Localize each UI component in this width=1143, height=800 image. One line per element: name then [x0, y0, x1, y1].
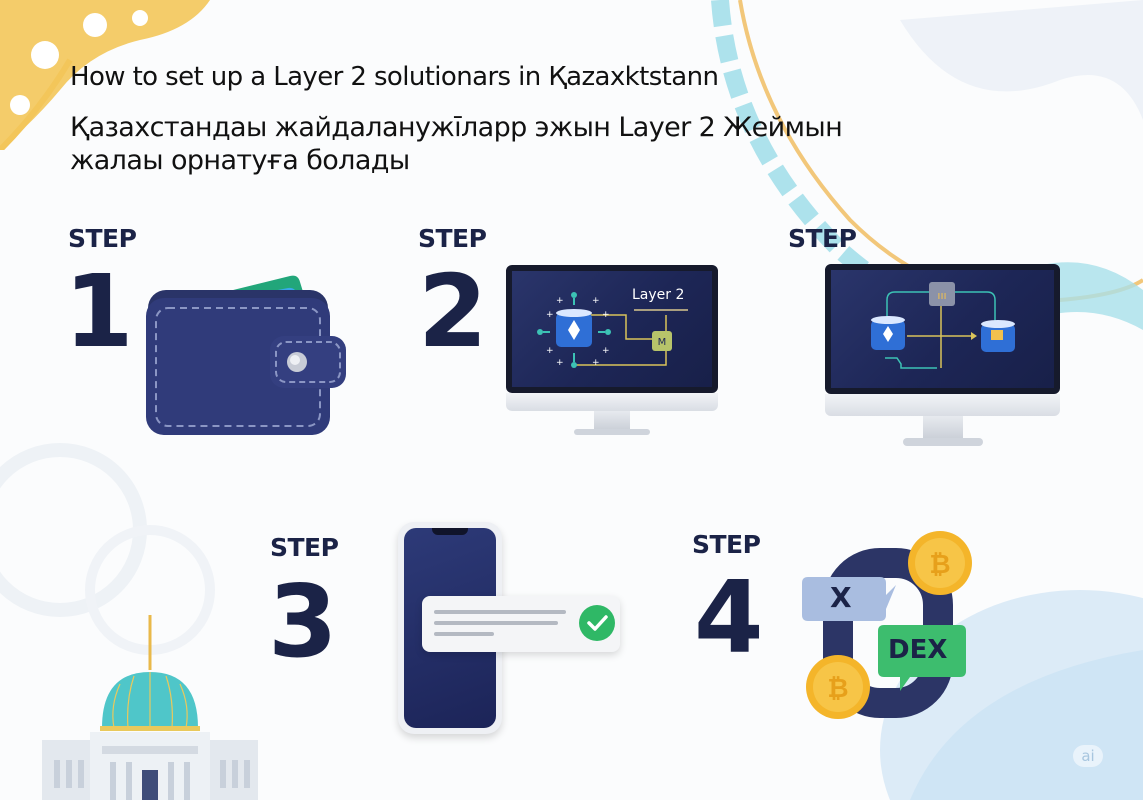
svg-text:+: +	[556, 358, 564, 368]
svg-text:+: +	[592, 358, 600, 368]
bubble-x-label: X	[830, 581, 852, 614]
svg-text:₿: ₿	[827, 674, 848, 704]
phone-notch	[432, 528, 468, 535]
monitor-layer2-icon: Layer 2 M ++++++++	[506, 265, 718, 440]
palace-building-illustration	[42, 615, 258, 800]
step-label: STEP	[270, 533, 339, 562]
page-title-kazakh-line1: Қазахстандаы жайдаланужīларр эжын Layer …	[70, 112, 843, 143]
ai-watermark: ai	[1073, 745, 1103, 767]
dex-swap-icon: ₿ ₿ X DEX	[800, 525, 985, 725]
svg-text:+: +	[602, 346, 610, 356]
step-number: 2	[418, 253, 488, 370]
step-label: STEP	[68, 224, 137, 253]
svg-text:+: +	[556, 296, 564, 306]
check-circle-icon	[579, 605, 615, 641]
page-title-english: How to set up a Layer 2 solutionars in Қ…	[70, 62, 719, 92]
step-number: 3	[268, 563, 338, 680]
step-label: STEP	[418, 224, 487, 253]
bubble-dex-label: DEX	[888, 635, 948, 665]
phone-confirmation-icon	[396, 522, 626, 737]
monitor-bridge-icon: ııı	[825, 264, 1060, 454]
svg-text:+: +	[546, 310, 554, 320]
svg-text:M: M	[658, 337, 667, 348]
svg-text:+: +	[592, 296, 600, 306]
svg-text:+: +	[602, 310, 610, 320]
screen-layer2-label: Layer 2	[632, 287, 685, 303]
step-number: 1	[64, 253, 134, 370]
page-title-kazakh-line2: жалаы орнатуға болады	[70, 145, 410, 176]
svg-text:₿: ₿	[929, 550, 950, 580]
step-label: STEP	[788, 224, 857, 253]
svg-text:ııı: ııı	[937, 289, 946, 302]
step-number: 4	[694, 559, 764, 676]
step-label: STEP	[692, 530, 761, 559]
wallet-icon	[146, 275, 346, 435]
svg-text:+: +	[546, 346, 554, 356]
gold-ornament-top-left	[0, 0, 210, 150]
confirmation-card	[422, 596, 620, 652]
